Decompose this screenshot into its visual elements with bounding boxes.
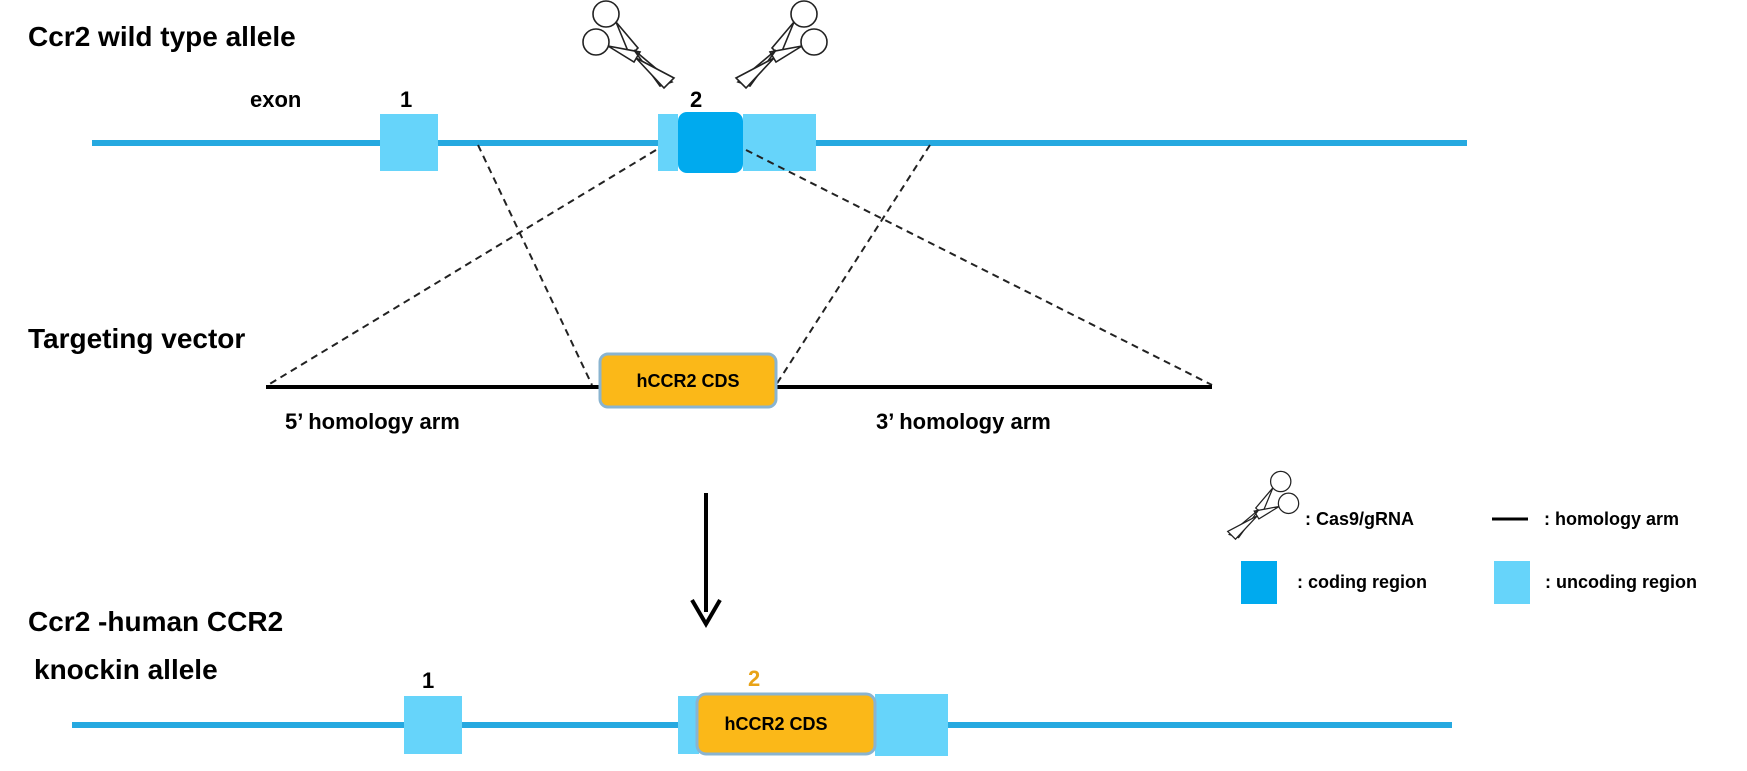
ki-exon1-number: 1 (422, 668, 434, 693)
exon-label: exon (250, 87, 301, 112)
wt-exon2-utr3-box (743, 114, 816, 171)
scissors-icon-right (735, 0, 828, 89)
ki-hccr2-cds-box (695, 692, 877, 756)
targeting-vector-title: Targeting vector (28, 323, 245, 354)
wt-exon1-number: 1 (400, 87, 412, 112)
legend-scissors-icon (1227, 470, 1300, 540)
ki-hccr2-cds-label: hCCR2 CDS (724, 714, 827, 734)
ki-allele-title-line1: Ccr2 -human CCR2 (28, 606, 283, 637)
down-arrow-icon (690, 598, 722, 628)
wt-exon2-number: 2 (690, 87, 702, 112)
ki-exon2-utr5-box (678, 696, 699, 754)
legend-coding-swatch (1241, 561, 1277, 604)
homology-mapping-lines (267, 144, 1213, 386)
ki-allele-title-line2: knockin allele (34, 654, 218, 685)
wt-exon1-box (380, 114, 438, 171)
legend-homology-arm-label: : homology arm (1544, 509, 1679, 529)
arm3-label: 3’ homology arm (876, 409, 1051, 434)
ki-exon2-utr3-box (875, 694, 948, 756)
arm5-label: 5’ homology arm (285, 409, 460, 434)
legend-uncoding-label: : uncoding region (1545, 572, 1697, 592)
ki-exon2-number: 2 (748, 666, 760, 691)
wt-exon2-utr5-box (658, 114, 678, 171)
vector-hccr2-cds-box (598, 352, 778, 409)
legend-coding-label: : coding region (1297, 572, 1427, 592)
legend-cas9-label: : Cas9/gRNA (1305, 509, 1414, 529)
vector-hccr2-cds-label: hCCR2 CDS (636, 371, 739, 391)
legend-uncoding-swatch (1494, 561, 1530, 604)
wt-exon2-coding-box (678, 112, 743, 173)
scissors-icon-left (582, 0, 675, 89)
wt-allele-title: Ccr2 wild type allele (28, 21, 296, 52)
ki-exon1-box (404, 696, 462, 754)
